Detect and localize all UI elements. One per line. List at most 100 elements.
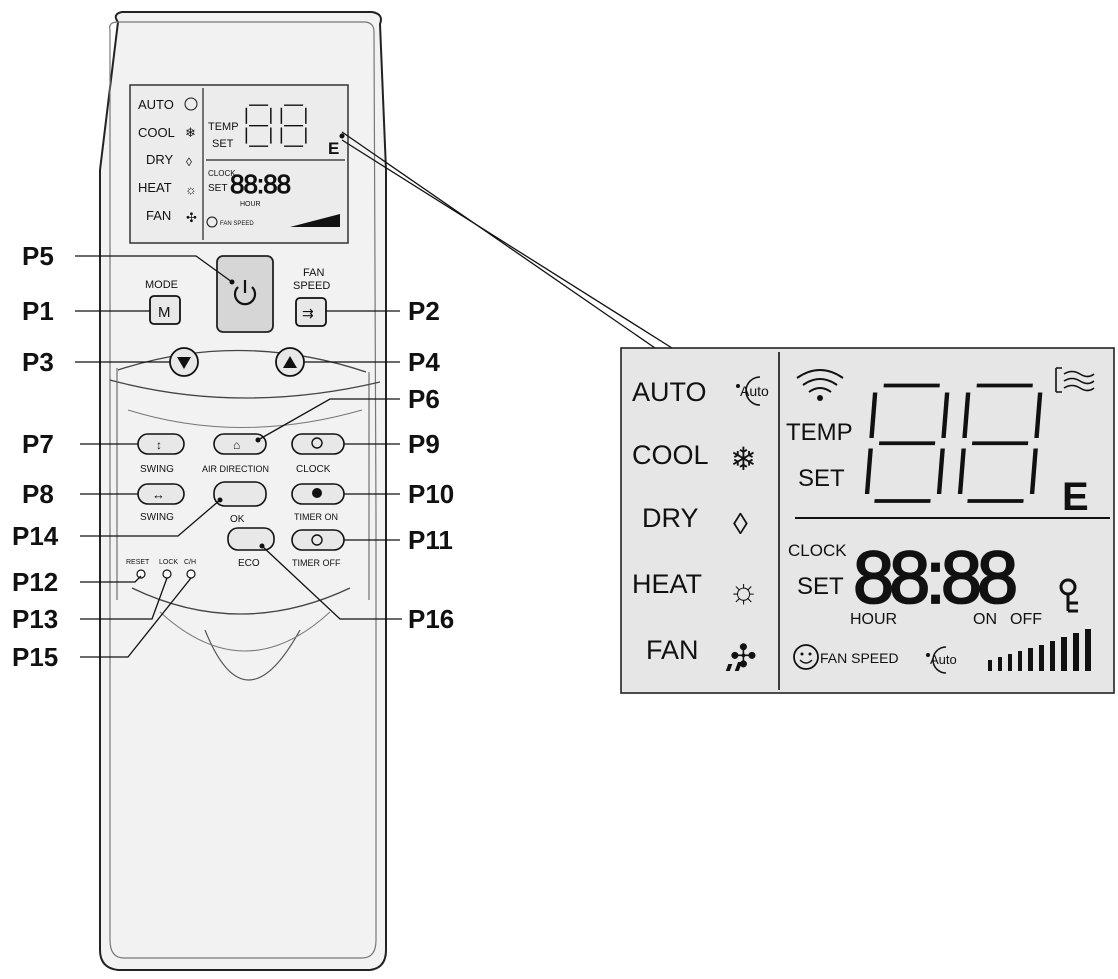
air-direction-caption: AIR DIRECTION: [202, 464, 269, 474]
filter-icon: [1059, 578, 1078, 613]
fan-icon: ✣: [186, 210, 197, 225]
house-icon: ⌂: [233, 438, 240, 452]
callout-p6: P6: [408, 384, 440, 414]
drop-icon-large: ◊: [733, 508, 748, 541]
callout-p14: P14: [12, 521, 59, 551]
fan-speed-bars-icon: [725, 629, 1091, 671]
lcd-e-label: E: [1062, 475, 1089, 519]
mode-key: M: [158, 304, 171, 321]
mode-button[interactable]: [149, 295, 181, 325]
sun-icon: ☼: [185, 182, 197, 197]
lcd-on-label: ON: [973, 611, 997, 628]
leader-p6: [257, 398, 400, 441]
lcd-set-label: SET: [798, 465, 845, 492]
fan-speed-caption-2: SPEED: [293, 280, 330, 292]
callout-p3: P3: [22, 347, 54, 377]
reset-caption: RESET: [126, 559, 150, 566]
eco-button[interactable]: [227, 527, 275, 551]
callout-p15: P15: [12, 642, 59, 672]
sun-icon-large: ☼: [728, 572, 759, 610]
remote-lcd-hour: HOUR: [240, 201, 261, 208]
lcd-fan-speed-label: FAN SPEED: [820, 650, 899, 666]
callout-p1: P1: [22, 296, 54, 326]
mode-caption: MODE: [145, 279, 178, 291]
lcd-off-label: OFF: [1010, 611, 1042, 628]
callout-p12: P12: [12, 567, 59, 597]
lcd-mode-dry: DRY: [642, 503, 699, 533]
fan-speed-button[interactable]: [295, 297, 327, 327]
lock-button[interactable]: [162, 569, 172, 579]
clock-button[interactable]: [291, 433, 345, 455]
leader-p14: [80, 499, 221, 537]
leader-p15: [80, 577, 192, 658]
wifi-icon: [796, 369, 844, 393]
auto-mode-icon-large: [745, 376, 761, 406]
smile-icon: [206, 216, 218, 228]
triangle-down-icon: [177, 357, 191, 369]
lcd-mode-auto: AUTO: [632, 377, 707, 407]
remote-lcd: AUTO COOL DRY HEAT FAN ❄ ◊ ☼ ✣ TEMP SET …: [129, 84, 349, 244]
remote-lcd-e: E: [328, 139, 339, 158]
triangle-up-icon: [283, 356, 297, 368]
remote-lcd-clock-set: SET: [208, 183, 227, 194]
timer-off-icon: [311, 534, 323, 546]
remote-lcd-clock-digits: 88:88: [230, 169, 291, 199]
leader-p13: [80, 577, 168, 620]
fan-speed-icon: ⇉: [302, 305, 314, 321]
remote-buttons: MODE M FAN SPEED ⇉ ↕ SWING ⌂ AIR DIRECTI…: [126, 255, 345, 579]
fan-speed-caption-1: FAN: [303, 267, 324, 279]
callout-p13: P13: [12, 604, 59, 634]
zoom-line-1: [341, 131, 656, 349]
signal-bars-icon: [290, 214, 340, 227]
lcd-clock-digits: 88:88: [853, 536, 1015, 619]
callout-lines: [75, 131, 673, 658]
leader-p16: [261, 545, 402, 620]
callout-p16: P16: [408, 604, 455, 634]
lock-caption: LOCK: [159, 559, 178, 566]
ch-caption: C/H: [184, 559, 196, 566]
enlarged-lcd: AUTO COOL DRY HEAT FAN Auto ❄ ◊ ☼ ✣ TEMP…: [620, 347, 1115, 694]
air-direction-button[interactable]: [213, 433, 267, 455]
leader-p5: [75, 255, 233, 283]
remote-lcd-cool: COOL: [138, 125, 175, 140]
lcd-hour-label: HOUR: [850, 611, 897, 628]
ch-button[interactable]: [186, 569, 196, 579]
fan-auto-icon: [932, 646, 947, 674]
auto-mode-icon: [184, 97, 198, 111]
remote-lcd-fan-speed: FAN SPEED: [220, 221, 254, 227]
ok-button[interactable]: [213, 481, 267, 507]
callout-p2: P2: [408, 296, 440, 326]
power-button[interactable]: [216, 255, 274, 333]
airflow-icon: [1055, 367, 1095, 393]
clock-caption: CLOCK: [296, 464, 331, 475]
callout-p4: P4: [408, 347, 440, 377]
lcd-mode-fan: FAN: [646, 635, 699, 665]
reset-button[interactable]: [136, 569, 146, 579]
power-icon: [233, 286, 257, 306]
lcd-auto-icon-text: Auto: [740, 383, 769, 399]
remote-lcd-heat: HEAT: [138, 180, 172, 195]
lcd-clock-set-label: SET: [797, 573, 844, 600]
lcd-temp-label: TEMP: [786, 419, 853, 446]
lcd-fan-auto-text: Auto: [930, 652, 957, 667]
horizontal-arrow-icon: ↔: [152, 487, 165, 502]
timer-on-caption: TIMER ON: [294, 512, 338, 522]
remote-lcd-clock: CLOCK: [208, 169, 236, 178]
swing-horizontal-caption: SWING: [140, 512, 174, 523]
smile-icon-large: [793, 644, 819, 670]
callout-p9: P9: [408, 429, 440, 459]
callout-p11: P11: [408, 525, 453, 555]
callout-p8: P8: [22, 479, 54, 509]
callout-p5: P5: [22, 241, 54, 271]
swing-vertical-caption: SWING: [140, 464, 174, 475]
lcd-mode-heat: HEAT: [632, 569, 702, 599]
ok-caption: OK: [230, 514, 245, 525]
lcd-mode-cool: COOL: [632, 440, 709, 470]
fan-icon-large: ✣: [730, 638, 757, 674]
vertical-arrow-icon: ↕: [156, 438, 162, 452]
callout-p10: P10: [408, 479, 455, 509]
timer-off-caption: TIMER OFF: [292, 558, 341, 568]
remote-lcd-fan: FAN: [146, 208, 171, 223]
timer-off-button[interactable]: [291, 529, 345, 551]
